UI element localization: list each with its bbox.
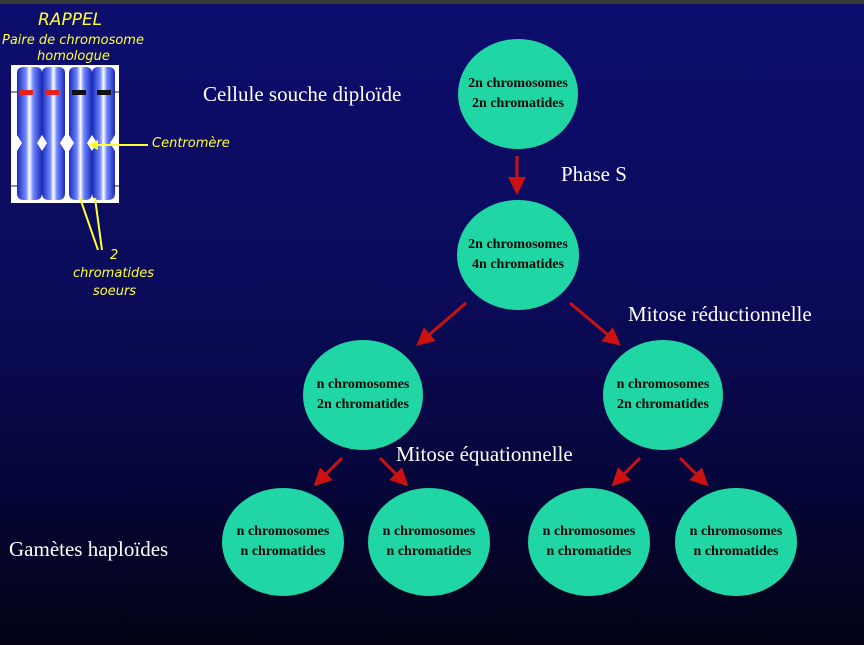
chromosome-pair-image (11, 65, 119, 203)
node-left-line1: n chromosomes (316, 377, 410, 392)
sister-label-line1: 2 (110, 248, 119, 263)
rappel-title: RAPPEL (38, 10, 103, 30)
node-g3-line2: n chromatides (546, 544, 632, 559)
node-gamete-2: n chromosomes n chromatides (368, 488, 490, 596)
arrow-to-g3 (611, 456, 642, 487)
node-stem-line1: 2n chromosomes (468, 76, 568, 91)
arrow-to-right (569, 301, 621, 346)
arrow-to-g1 (313, 456, 344, 487)
node-stem-line2: 2n chromatides (472, 96, 564, 111)
chromatid-2 (42, 67, 65, 200)
node-stem-cell: 2n chromosomes 2n chromatides (458, 39, 578, 149)
node-g1-line2: n chromatides (240, 544, 326, 559)
top-border (0, 0, 864, 4)
node-g4-line2: n chromatides (693, 544, 779, 559)
node-gamete-3: n chromosomes n chromatides (528, 488, 650, 596)
node-g3-line1: n chromosomes (542, 524, 636, 539)
node-right-line1: n chromosomes (616, 377, 710, 392)
pair-label-line1: Paire de chromosome (2, 33, 144, 48)
chromatid-3 (69, 67, 92, 200)
arrow-to-left (416, 301, 467, 346)
allele-band-red-1 (19, 90, 33, 95)
arrow-to-g2 (378, 456, 409, 487)
sister-label-line3: soeurs (93, 284, 137, 299)
allele-band-black-2 (97, 90, 111, 95)
node-right: n chromosomes 2n chromatides (603, 340, 723, 450)
centromere-label: Centromère (152, 136, 230, 151)
allele-band-red-2 (45, 90, 59, 95)
node-after-s-line1: 2n chromosomes (468, 237, 568, 252)
node-gamete-1: n chromosomes n chromatides (222, 488, 344, 596)
sister-label-line2: chromatides (73, 266, 155, 281)
chromatid-1 (17, 67, 42, 200)
phase-s-label: Phase S (561, 162, 627, 186)
node-left-line2: 2n chromatides (317, 397, 409, 412)
stem-cell-label: Cellule souche diploïde (203, 82, 402, 106)
node-left: n chromosomes 2n chromatides (303, 340, 423, 450)
node-g2-line1: n chromosomes (382, 524, 476, 539)
pair-label-line2: homologue (37, 49, 110, 64)
node-after-s-line2: 4n chromatides (472, 257, 564, 272)
node-g2-line2: n chromatides (386, 544, 472, 559)
meiosis1-label: Mitose réductionnelle (628, 302, 812, 326)
meiosis2-label: Mitose équationnelle (396, 442, 573, 466)
node-g4-line1: n chromosomes (689, 524, 783, 539)
gametes-label: Gamètes haploïdes (9, 537, 169, 561)
allele-band-black-1 (72, 90, 86, 95)
chromatid-4 (92, 67, 115, 200)
arrow-to-g4 (678, 456, 709, 487)
node-g1-line1: n chromosomes (236, 524, 330, 539)
node-after-phase-s: 2n chromosomes 4n chromatides (457, 200, 579, 310)
node-right-line2: 2n chromatides (617, 397, 709, 412)
node-gamete-4: n chromosomes n chromatides (675, 488, 797, 596)
